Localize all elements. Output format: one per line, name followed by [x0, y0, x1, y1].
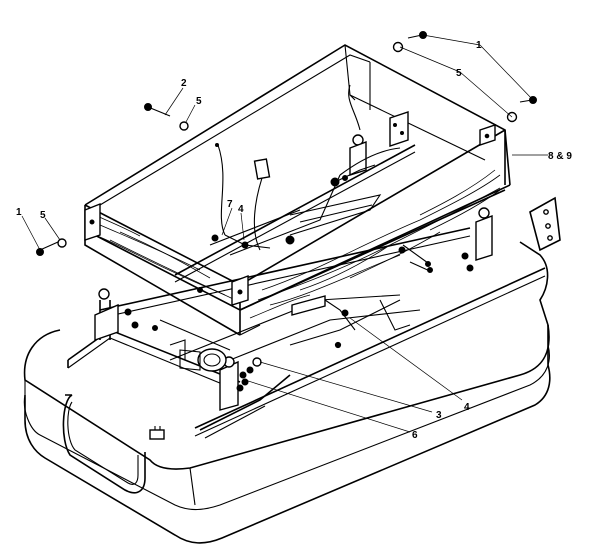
callout-labels: 1 5 8 & 9 2 5 7 4 1 5 3 4 6: [16, 40, 572, 441]
callout-4-mid: 4: [238, 204, 244, 215]
callout-leaders: [21, 34, 548, 433]
callout-5-top: 5: [456, 68, 462, 79]
callout-4-right: 4: [464, 402, 470, 413]
callout-6: 6: [412, 430, 418, 441]
callout-5-left: 5: [40, 210, 46, 221]
callout-7: 7: [227, 199, 233, 210]
callout-5-mid: 5: [196, 96, 202, 107]
handle-clip-icon: [149, 429, 165, 440]
mattress-handle: [62, 394, 165, 494]
pendant-control-icon: [253, 158, 271, 180]
callout-2: 2: [181, 78, 187, 89]
lower-frame: [67, 134, 561, 439]
wood-frame: [84, 44, 511, 336]
callout-1-left: 1: [16, 207, 22, 218]
callout-1-top: 1: [476, 40, 482, 51]
callout-8-9: 8 & 9: [548, 151, 572, 162]
mattress: [23, 241, 551, 544]
callout-3: 3: [436, 410, 442, 421]
motor-icon: [169, 339, 227, 372]
